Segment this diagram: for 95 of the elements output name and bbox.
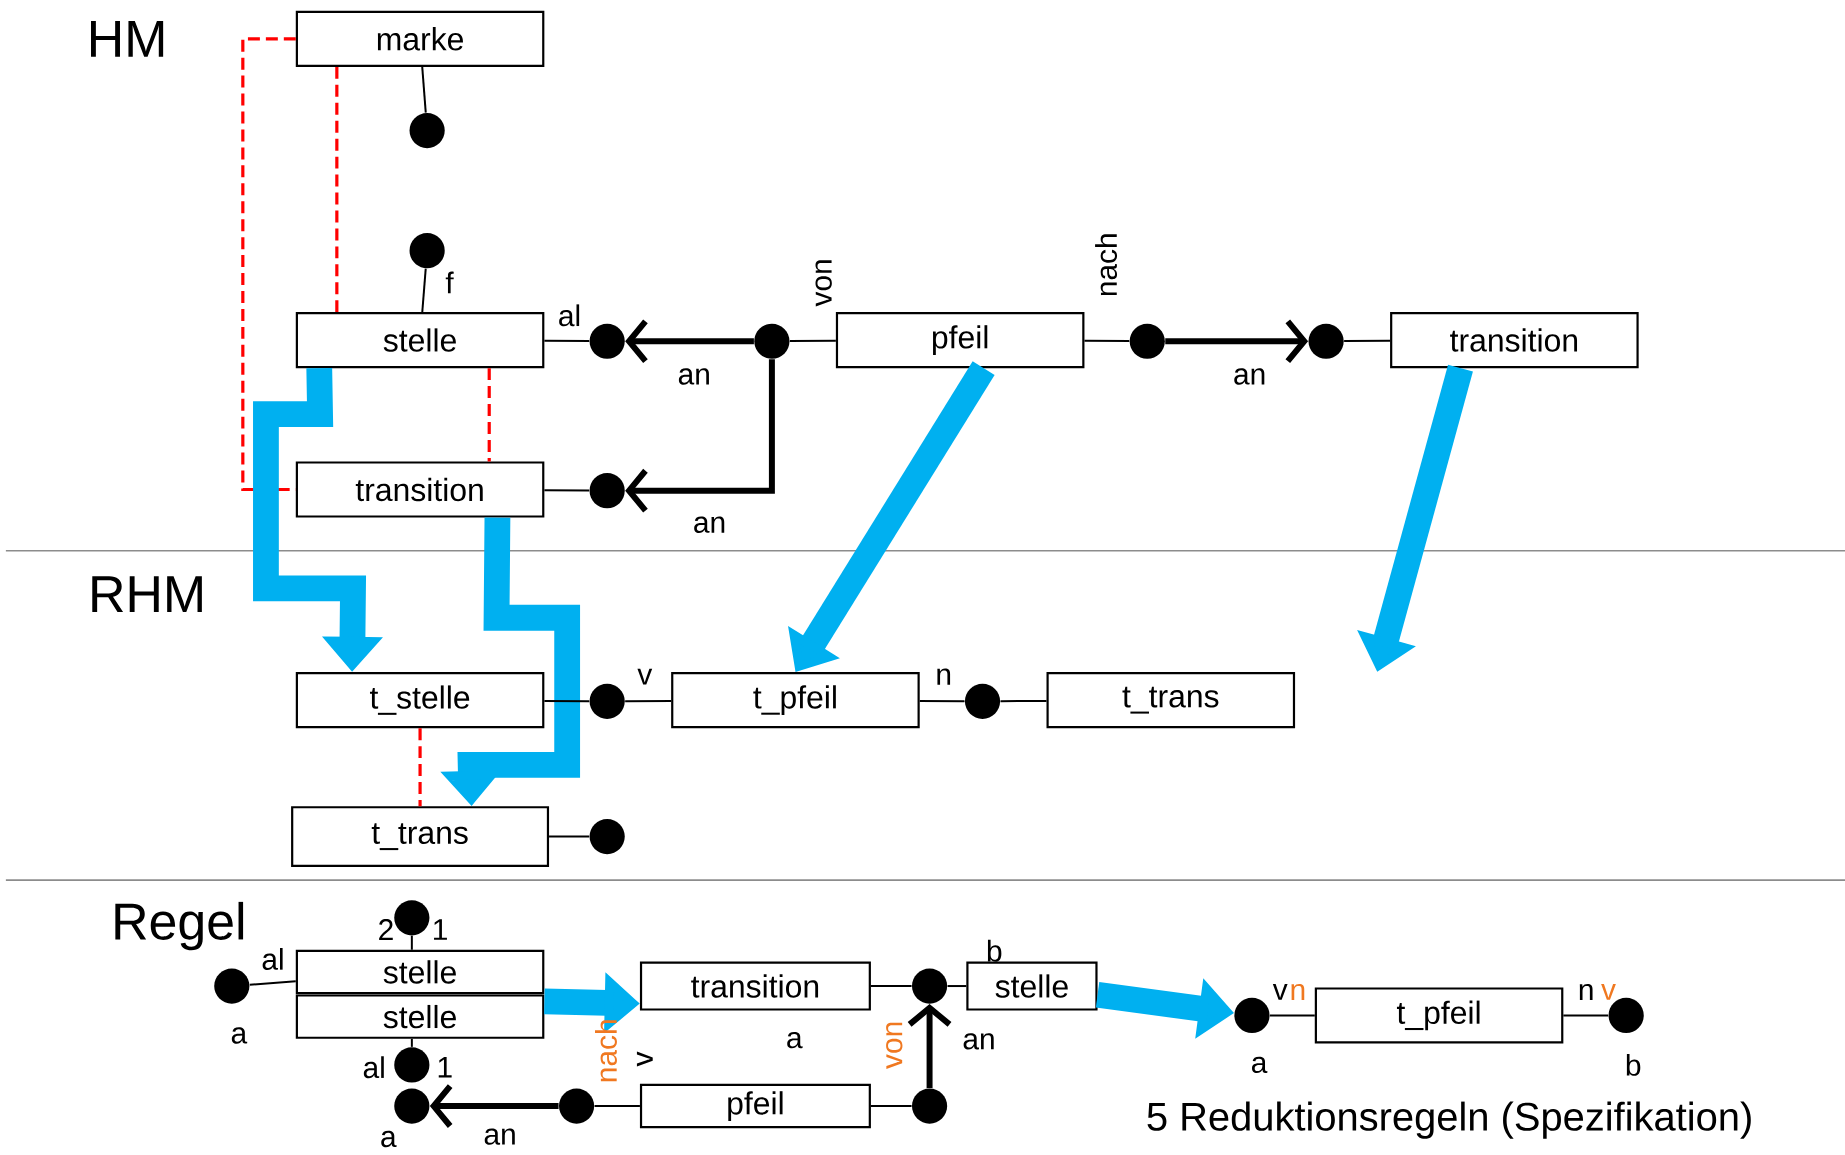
edge-label: f [443, 269, 456, 295]
connector-line [548, 835, 591, 838]
dashed-line [418, 727, 422, 806]
connector-line [946, 984, 968, 987]
connector-line [788, 339, 837, 342]
role-label: 2 [379, 918, 393, 940]
edge-label: al [555, 302, 584, 329]
arrow [625, 319, 754, 363]
connection-dot [394, 1047, 430, 1083]
role-label: b [987, 939, 1002, 962]
arrow [1165, 319, 1309, 363]
connector-line [869, 1104, 913, 1107]
role-label: 1 [434, 919, 447, 940]
edge-label: n [1575, 981, 1597, 1002]
connection-dot [558, 1088, 595, 1124]
edge-label: v [635, 666, 655, 687]
connector-line [1343, 339, 1392, 342]
class-box: pfeil [639, 1083, 871, 1129]
section-label: HM [91, 20, 164, 57]
class-box: t_trans [1046, 671, 1296, 728]
connector-line [543, 699, 591, 702]
connection-dot [1234, 997, 1270, 1033]
connector-line [1562, 1014, 1610, 1017]
class-box: stelle [966, 961, 1098, 1011]
connector-line [410, 1037, 413, 1048]
connector-line [999, 699, 1048, 702]
role-label: a [787, 1031, 803, 1049]
class-box: stelle [295, 311, 545, 368]
arrow [625, 359, 775, 513]
edge-label: an [960, 1030, 998, 1052]
connection-dot [1308, 323, 1344, 359]
heading: 5 Reduktionsregeln (Spezifikation) [1147, 1101, 1751, 1139]
edge-label: an [690, 514, 729, 535]
role-label: b [1626, 1053, 1641, 1076]
connection-dot [1129, 323, 1165, 359]
role-label: von [886, 1022, 903, 1069]
role-label: 1 [438, 1056, 452, 1078]
connector-line [248, 980, 297, 986]
edge-label: n [933, 666, 954, 687]
connection-dot [409, 232, 445, 268]
connector-line [543, 339, 591, 342]
connection-dot [394, 899, 430, 936]
connector-line [421, 65, 427, 114]
class-box: marke [295, 10, 545, 67]
dashed-line [241, 37, 296, 491]
role-label: nach [595, 1020, 617, 1081]
class-box: stelle [295, 994, 545, 1039]
connection-dot [911, 968, 948, 1004]
class-box: pfeil [835, 311, 1085, 368]
dashed-line [335, 66, 339, 312]
edge-label: von [813, 256, 834, 309]
connection-dot [589, 683, 625, 719]
connector-line [918, 699, 966, 702]
connector-line [869, 984, 913, 987]
connection-dot [589, 472, 625, 509]
connector-line [624, 699, 673, 702]
section-label: Regel [115, 901, 244, 950]
connector-line [410, 934, 413, 951]
class-box: transition [639, 961, 871, 1011]
edge-label: an [675, 366, 713, 387]
connector-line [421, 267, 427, 313]
role-label: a [1252, 1056, 1268, 1073]
class-box: transition [1390, 311, 1639, 368]
role-label: v [636, 1051, 653, 1067]
role-label: v [1601, 983, 1616, 1000]
connection-dot [589, 323, 625, 359]
edge-label: an [1231, 366, 1269, 387]
connection-dot [589, 818, 625, 854]
dashed-line [487, 367, 491, 462]
class-box: t_trans [291, 805, 550, 867]
connector-line [593, 1104, 641, 1107]
connector-line [543, 489, 591, 492]
connection-dot [911, 1088, 948, 1124]
connector-line [1083, 339, 1131, 342]
role-label: al [363, 1056, 384, 1078]
connection-dot [394, 1088, 430, 1124]
connection-dot [754, 323, 790, 359]
connection-dot [964, 683, 1001, 719]
class-box: t_stelle [295, 671, 545, 728]
connector-line [1269, 1014, 1316, 1017]
class-box: t_pfeil [1314, 987, 1564, 1044]
class-box: stelle [295, 949, 545, 994]
arrow [429, 1083, 559, 1128]
edge-label: an [481, 1126, 519, 1147]
connection-dot [409, 112, 445, 148]
class-box: transition [295, 461, 545, 518]
section-label: RHM [92, 576, 202, 612]
edge-label: al [259, 945, 287, 972]
edge-label: v [1270, 981, 1290, 1002]
role-label: a [231, 1027, 248, 1044]
connection-dot [214, 968, 250, 1004]
role-label: a [381, 1130, 397, 1147]
class-box: t_pfeil [671, 671, 920, 728]
role-label: n [1291, 983, 1305, 1000]
edge-label: nach [1093, 230, 1120, 299]
